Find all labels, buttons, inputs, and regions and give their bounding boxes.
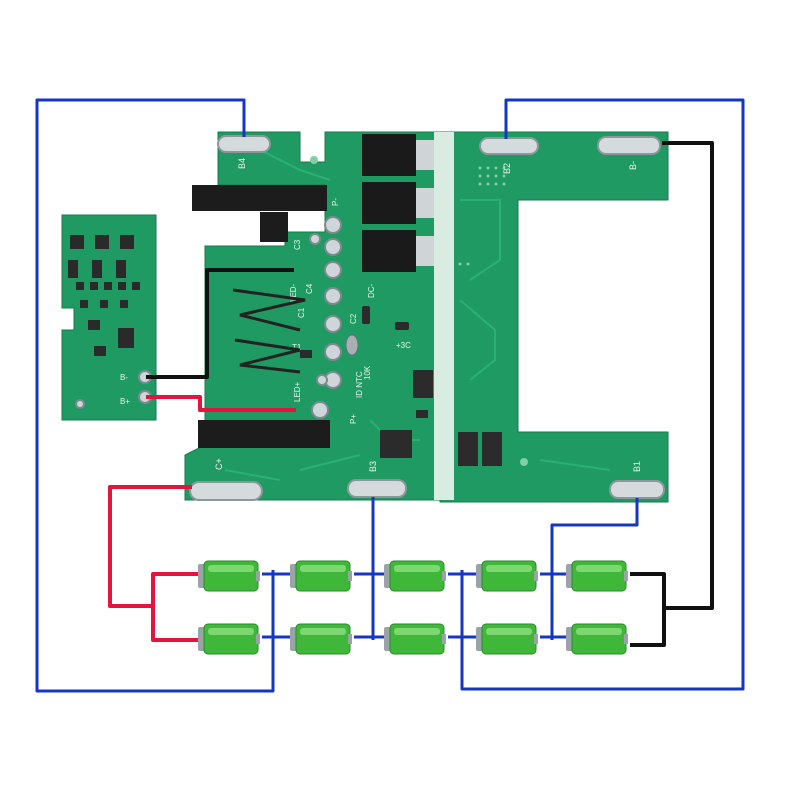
internal-wires <box>232 288 306 374</box>
battery-cell-2 <box>290 560 352 592</box>
label-led-minus: LED- <box>289 283 298 302</box>
label-led-plus: LED+ <box>293 381 302 402</box>
terminal-block-bottom <box>198 420 330 448</box>
label-c1: C1 <box>297 307 306 318</box>
pad-bminus-label: B- <box>628 161 638 170</box>
terminal-block-mid <box>260 212 288 242</box>
led-wires <box>146 268 296 412</box>
mosfet-1 <box>362 134 416 176</box>
battery-cell-10 <box>566 623 628 655</box>
wire-cplus <box>108 485 192 608</box>
battery-cell-8 <box>384 623 446 655</box>
pad-b4-label: B4 <box>237 158 247 169</box>
wire-led-bplus <box>146 395 296 412</box>
main-pcb-outline <box>184 131 669 503</box>
battery-cell-9 <box>476 623 538 655</box>
pad-b2-label: B2 <box>502 163 512 174</box>
led-board-bminus-label: B- <box>120 373 128 382</box>
pad-b4-slot <box>217 135 271 153</box>
led-board-bplus-label: B+ <box>120 397 130 406</box>
label-t1: T1 <box>292 343 302 352</box>
wire-b1 <box>550 498 639 640</box>
mosfet-array <box>362 134 434 272</box>
label-c2: C2 <box>349 313 358 324</box>
label-p-plus: P+ <box>349 414 358 424</box>
label-c4: C4 <box>305 283 314 294</box>
wire-pad-column <box>309 216 342 419</box>
mosfet-2 <box>362 182 416 224</box>
pad-cplus-slot <box>189 481 263 501</box>
pad-b2-slot <box>479 137 539 155</box>
led-board-components <box>68 235 140 356</box>
pad-b1-label: B1 <box>632 461 642 472</box>
battery-cell-3 <box>384 560 446 592</box>
pad-b1-slot <box>609 480 665 499</box>
ntc-thermistor <box>345 334 359 356</box>
led-board-outline <box>61 214 157 421</box>
battery-cell-4 <box>476 560 538 592</box>
label-ntc-value: 10K <box>363 365 372 380</box>
mosfet-3 <box>362 230 416 272</box>
led-board: B- B+ <box>61 214 157 421</box>
terminal-block-top <box>192 185 327 211</box>
wire-b4 <box>35 98 275 693</box>
battery-cell-5 <box>566 560 628 592</box>
label-plus-3: +3C <box>396 341 411 350</box>
wire-cplus-parallel <box>151 572 198 642</box>
wire-led-bminus <box>146 268 294 379</box>
battery-pack <box>198 560 628 655</box>
wire-bminus <box>662 141 714 610</box>
label-id-ntc: ID NTC <box>355 371 364 398</box>
smd-components <box>300 306 502 466</box>
label-p-minus: P- <box>331 198 340 206</box>
pad-b3-slot <box>347 479 407 498</box>
pad-b3-label: B3 <box>368 461 378 472</box>
battery-cell-6 <box>198 623 260 655</box>
via-grid <box>310 156 528 466</box>
slot-pads <box>189 135 665 501</box>
pack-wiring <box>35 98 745 693</box>
wire-bminus-parallel <box>630 572 666 647</box>
battery-cell-7 <box>290 623 352 655</box>
pad-cplus-label: C+ <box>214 458 224 470</box>
pad-bminus-slot <box>597 136 661 155</box>
main-pcb: B4 B2 B- C+ B3 B1 C3 LED- C4 C1 T1 LED+ … <box>184 131 669 503</box>
label-dc-minus: DC- <box>367 283 376 298</box>
pcb-divider-stripe <box>434 132 454 500</box>
label-c3: C3 <box>293 239 302 250</box>
wire-b2 <box>460 98 745 691</box>
battery-cell-1 <box>198 560 260 592</box>
